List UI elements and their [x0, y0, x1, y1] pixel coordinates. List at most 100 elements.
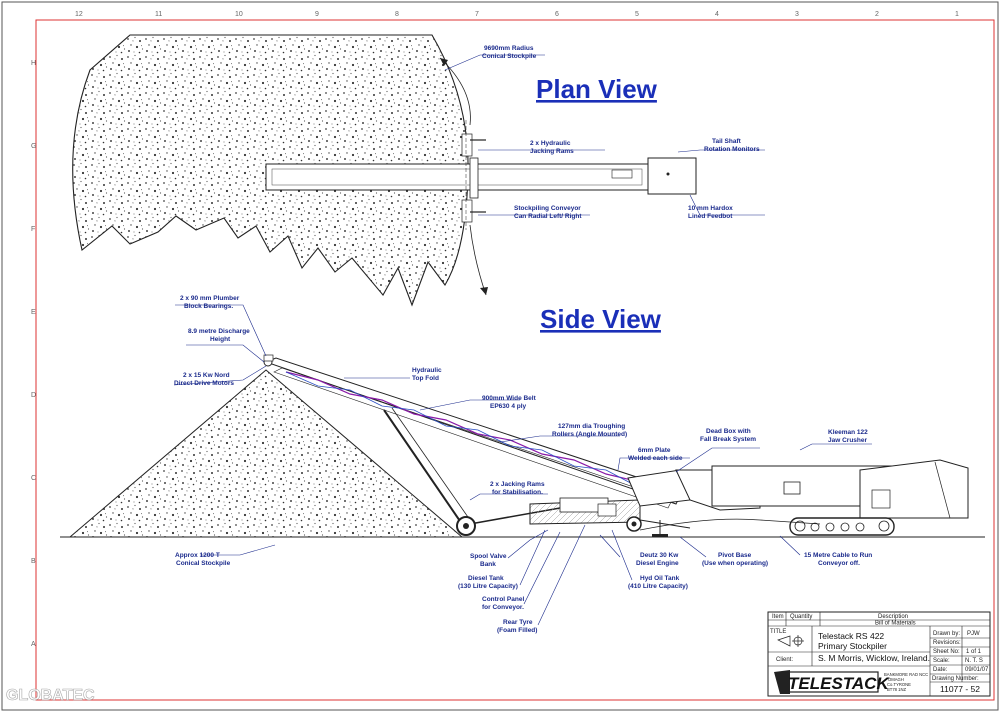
tb-drawn-label: Drawn by:	[933, 631, 960, 637]
tb-sheet-label: Sheet No:	[933, 649, 960, 655]
label-dead-box: Dead Box with	[706, 428, 751, 435]
label-radial-conveyor: Stockpiling Conveyor	[514, 205, 581, 212]
svg-text:A: A	[31, 641, 36, 648]
tb-drawn: PJW	[967, 631, 980, 637]
svg-text:6: 6	[555, 11, 559, 18]
svg-text:Conveyor off.: Conveyor off.	[818, 560, 860, 567]
tb-title-line1: Telestack RS 422	[818, 631, 884, 641]
tb-bill: Bill of Materials	[875, 621, 916, 627]
svg-text:Top Fold: Top Fold	[412, 375, 439, 382]
plan-feed-hopper	[647, 157, 697, 195]
svg-text:E: E	[31, 309, 36, 316]
tb-quantity-header: Quantity	[790, 614, 812, 620]
tb-drawno-label: Drawing Number:	[932, 676, 979, 682]
svg-text:F: F	[31, 226, 35, 233]
side-view: 2 x 90 mm Plumber Block Bearings. 8.9 me…	[60, 295, 985, 634]
svg-text:(Foam Filled): (Foam Filled)	[497, 627, 537, 634]
svg-text:Jacking Rams: Jacking Rams	[530, 148, 574, 155]
power-cable	[639, 518, 821, 531]
svg-text:EP630 4 ply: EP630 4 ply	[490, 403, 527, 410]
tb-item-header: Item	[772, 614, 784, 620]
svg-text:Diesel Engine: Diesel Engine	[636, 560, 679, 567]
grid-left-letters: H G F E D C B A	[31, 60, 36, 648]
svg-text:G: G	[31, 143, 36, 150]
tb-revisions-label: Revisions:	[933, 640, 961, 646]
chassis	[529, 469, 691, 537]
svg-text:10: 10	[235, 11, 243, 18]
tb-sheet: 1 of 1	[966, 649, 982, 655]
watermark: GLOBATEC	[6, 687, 95, 704]
svg-text:Rollers (Angle Mounted): Rollers (Angle Mounted)	[552, 431, 627, 438]
tb-scale-label: Scale:	[933, 658, 950, 664]
svg-text:Fall Break System: Fall Break System	[700, 436, 756, 443]
label-jacking-rams: 2 x Jacking Rams	[490, 481, 545, 488]
label-tail-shaft: Tail Shaft	[712, 138, 742, 145]
svg-text:1: 1	[955, 11, 959, 18]
label-discharge-height: 8.9 metre Discharge	[188, 328, 250, 335]
svg-text:Can Radial Left/ Right: Can Radial Left/ Right	[514, 213, 582, 220]
tb-date-label: Date:	[933, 667, 948, 673]
svg-text:Rotation Monitors: Rotation Monitors	[704, 146, 760, 153]
label-pivot-base: Pivot Base	[718, 552, 752, 559]
svg-text:(410 Litre Capacity): (410 Litre Capacity)	[628, 583, 688, 590]
label-engine: Deutz 30 Kw	[640, 552, 679, 559]
title-block: Item Quantity Description Bill of Materi…	[767, 611, 991, 697]
label-spool-valve: Spool Valve	[470, 553, 507, 560]
label-motors: 2 x 15 Kw Nord	[183, 372, 230, 379]
tb-address-4: BT78 1NZ	[887, 687, 907, 692]
svg-text:9: 9	[315, 11, 319, 18]
tb-title-line2: Primary Stockpiler	[818, 641, 887, 651]
svg-text:12: 12	[75, 11, 83, 18]
svg-text:7: 7	[475, 11, 479, 18]
grid-top-numbers: 12 11 10 9 8 7 6 5 4 3 2 1	[75, 11, 959, 18]
svg-text:B: B	[31, 558, 36, 565]
svg-text:Welded each side: Welded each side	[628, 455, 683, 462]
side-view-title: Side View	[540, 304, 662, 334]
label-rollers: 127mm dia Troughing	[558, 423, 625, 430]
svg-text:for Stabilisation.: for Stabilisation.	[492, 489, 543, 496]
tb-address-3: Co.TYRONE	[887, 682, 911, 687]
svg-text:3: 3	[795, 11, 799, 18]
label-hardox: 10 mm Hardox	[688, 205, 733, 212]
label-diesel-tank: Diesel Tank	[468, 575, 504, 582]
tb-client-label: Client:	[776, 657, 793, 663]
label-cable: 15 Metre Cable to Run	[804, 552, 872, 559]
tb-scale: N. T. S	[965, 658, 983, 664]
svg-text:(Use when operating): (Use when operating)	[702, 560, 768, 567]
svg-text:11: 11	[155, 11, 162, 18]
svg-text:4: 4	[715, 11, 719, 18]
svg-text:TELESTACK: TELESTACK	[788, 674, 890, 693]
side-stockpile	[68, 369, 464, 538]
svg-text:H: H	[31, 60, 36, 67]
conveyor-boom	[263, 354, 683, 509]
svg-text:8: 8	[395, 11, 399, 18]
label-bearings: 2 x 90 mm Plumber	[180, 295, 240, 302]
svg-text:C: C	[31, 475, 36, 482]
tb-address-2: OMAGH	[888, 677, 904, 682]
svg-text:Block Bearings.: Block Bearings.	[184, 303, 233, 310]
tb-client: S. M Morris, Wicklow, Ireland.	[818, 653, 930, 663]
plan-view: 9690mm Radius Conical Stockpile 2 x Hydr…	[72, 34, 765, 307]
svg-text:Bank: Bank	[480, 561, 496, 568]
label-jaw-crusher: Kleeman 122	[828, 429, 868, 436]
label-plate: 6mm Plate	[638, 447, 671, 454]
tb-title-label: TITLE	[770, 629, 786, 635]
label-top-fold: Hydraulic	[412, 367, 442, 374]
tb-date: 09/01/07	[965, 667, 989, 673]
svg-text:5: 5	[635, 11, 639, 18]
svg-text:Lined Feedbot: Lined Feedbot	[688, 213, 733, 220]
tb-address-1: BANKMORE RAD NCC	[884, 672, 928, 677]
label-hydraulic-rams: 2 x Hydraulic	[530, 140, 571, 147]
svg-text:(130 Litre Capacity): (130 Litre Capacity)	[458, 583, 518, 590]
svg-text:for Conveyor.: for Conveyor.	[482, 604, 524, 611]
label-hyd-oil: Hyd Oil Tank	[640, 575, 680, 582]
svg-text:Conical Stockpile: Conical Stockpile	[176, 560, 231, 567]
label-belt: 900mm Wide Belt	[482, 395, 537, 402]
label-control-panel: Control Panel	[482, 596, 524, 603]
plan-conveyor-frame	[265, 163, 649, 191]
svg-text:2: 2	[875, 11, 879, 18]
label-rear-tyre: Rear Tyre	[503, 619, 533, 626]
plan-radial-arc-bottom	[469, 224, 487, 296]
plan-view-title: Plan View	[536, 74, 658, 104]
